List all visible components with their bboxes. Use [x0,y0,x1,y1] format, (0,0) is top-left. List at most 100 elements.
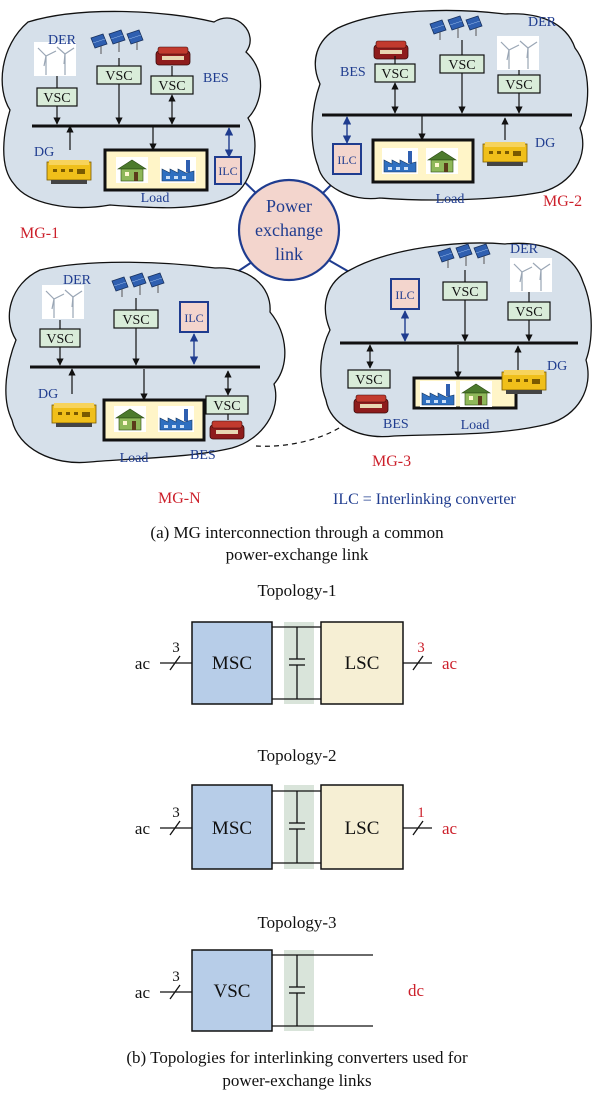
mgn-load-label: Load [120,451,149,466]
lsc-label: LSC [345,818,380,839]
mg3-ilc [390,278,420,310]
t3-left-port: ac [135,983,151,1002]
mgn-dg-label: DG [38,387,58,402]
mg3-dg-label: DG [547,359,567,374]
generator-icon [482,141,528,167]
mg3-vsc-bes-label: VSC [355,373,382,388]
msc-label: MSC [212,818,252,839]
mgn-ilc-label: ILC [184,311,203,325]
mg1-load-label: Load [141,191,170,206]
mg1-vsc-pv-label: VSC [105,69,132,84]
mgn-ilc [179,301,209,333]
microgrid-mg2: BES DER VSC VSC VSC ILC [311,9,589,210]
factory-icon [157,405,195,433]
t2-right-port: ac [442,819,458,838]
topology-2-title: Topology-2 [257,746,336,765]
capacitor-icon [160,626,432,700]
dc-link-band [284,950,314,1031]
caption-b-line1: (b) Topologies for interlinking converte… [126,1048,468,1067]
mg2-bes-label: BES [340,65,366,80]
t3-left-phases: 3 [172,969,180,985]
t1-right-port: ac [442,654,458,673]
house-icon [425,147,459,175]
mgn-bes-label: BES [190,448,216,463]
mg2-ilc [332,143,362,175]
t2-right-phases: 1 [417,805,425,821]
mg1-ilc-label: ILC [218,164,237,178]
hub-line-3: link [275,244,303,264]
mgn-vsc-bes-label: VSC [213,399,240,414]
vsc-block [191,949,273,1032]
battery-icon [353,394,389,414]
hub-line-2: exchange [255,220,323,240]
mg3-vsc-pv-label: VSC [451,285,478,300]
continuation-dashes [255,419,351,447]
wind-turbine-icon [496,35,540,71]
mg2-dg-label: DG [535,136,555,151]
hub-line-1: Power [266,196,312,216]
wind-turbine-icon [509,257,553,293]
microgrid-mg3: ILC DER VSC VSC VSC BES [320,242,592,470]
t3-right-port: dc [408,981,425,1000]
topology-1: Topology-1 MSC LSC ac 3 3 ac [135,581,458,705]
topology-3-title: Topology-3 [257,913,336,932]
mgn-der-label: DER [63,273,92,288]
microgrid-mgn: DER VSC VSC ILC DG [5,261,286,507]
generator-icon [51,402,97,428]
panel-a: DER BES VSC VSC VSC ILC [1,9,592,564]
power-exchange-hub: Power exchange link [237,178,341,282]
lsc-block [320,784,404,870]
ilc-legend: ILC = Interlinking converter [333,491,516,508]
t1-left-phases: 3 [172,640,180,656]
battery-icon [155,46,191,66]
mg3-name: MG-3 [372,453,411,470]
mg2-load-label: Load [436,192,465,207]
topology-2: Topology-2 MSC LSC ac 3 1 ac [135,746,458,870]
mgn-vsc-pv-label: VSC [122,313,149,328]
battery-icon [209,420,245,440]
mg1-vsc-bes-label: VSC [158,79,185,94]
caption-b-line2: power-exchange links [222,1071,371,1090]
caption-a-line2: power-exchange link [226,545,369,564]
house-icon [115,156,149,184]
house-icon [113,405,147,433]
capacitor-icon [160,954,373,1027]
mg2-der-label: DER [528,15,557,30]
caption-a-line1: (a) MG interconnection through a common [150,523,444,542]
generator-icon [501,369,547,395]
dc-link-band [284,622,314,704]
mg2-vsc-bes-label: VSC [381,67,408,82]
lsc-block [320,621,404,705]
vsc-label: VSC [214,981,251,1002]
mg3-bes-label: BES [383,417,409,432]
mg1-vsc-der-label: VSC [43,91,70,106]
msc-label: MSC [212,653,252,674]
mg3-vsc-bes [347,369,391,389]
house-icon [459,380,493,408]
t1-left-port: ac [135,654,151,673]
mgn-vsc-bes [205,395,249,415]
t1-right-phases: 3 [417,640,425,656]
topology-3: Topology-3 VSC ac 3 dc [135,913,425,1032]
factory-icon [419,380,457,408]
mgn-vsc-der-label: VSC [46,332,73,347]
topology-1-title: Topology-1 [257,581,336,600]
mgn-name: MG-N [158,490,201,507]
mg3-der-label: DER [510,242,539,257]
mg2-ilc-label: ILC [337,153,356,167]
mg1-dg-label: DG [34,145,54,160]
wind-turbine-icon [41,284,85,320]
capacitor-icon [160,790,432,864]
t2-left-port: ac [135,819,151,838]
msc-block [191,784,273,870]
panel-b: Topology-1 MSC LSC ac 3 3 ac [126,581,468,1090]
mg3-ilc-label: ILC [395,288,414,302]
factory-icon [381,147,419,175]
lsc-label: LSC [345,653,380,674]
mg2-vsc-der-label: VSC [505,78,532,93]
mg2-vsc-pv-label: VSC [448,58,475,73]
mg3-vsc-der-label: VSC [515,305,542,320]
battery-icon [373,40,409,60]
mg3-load-label: Load [461,418,490,433]
